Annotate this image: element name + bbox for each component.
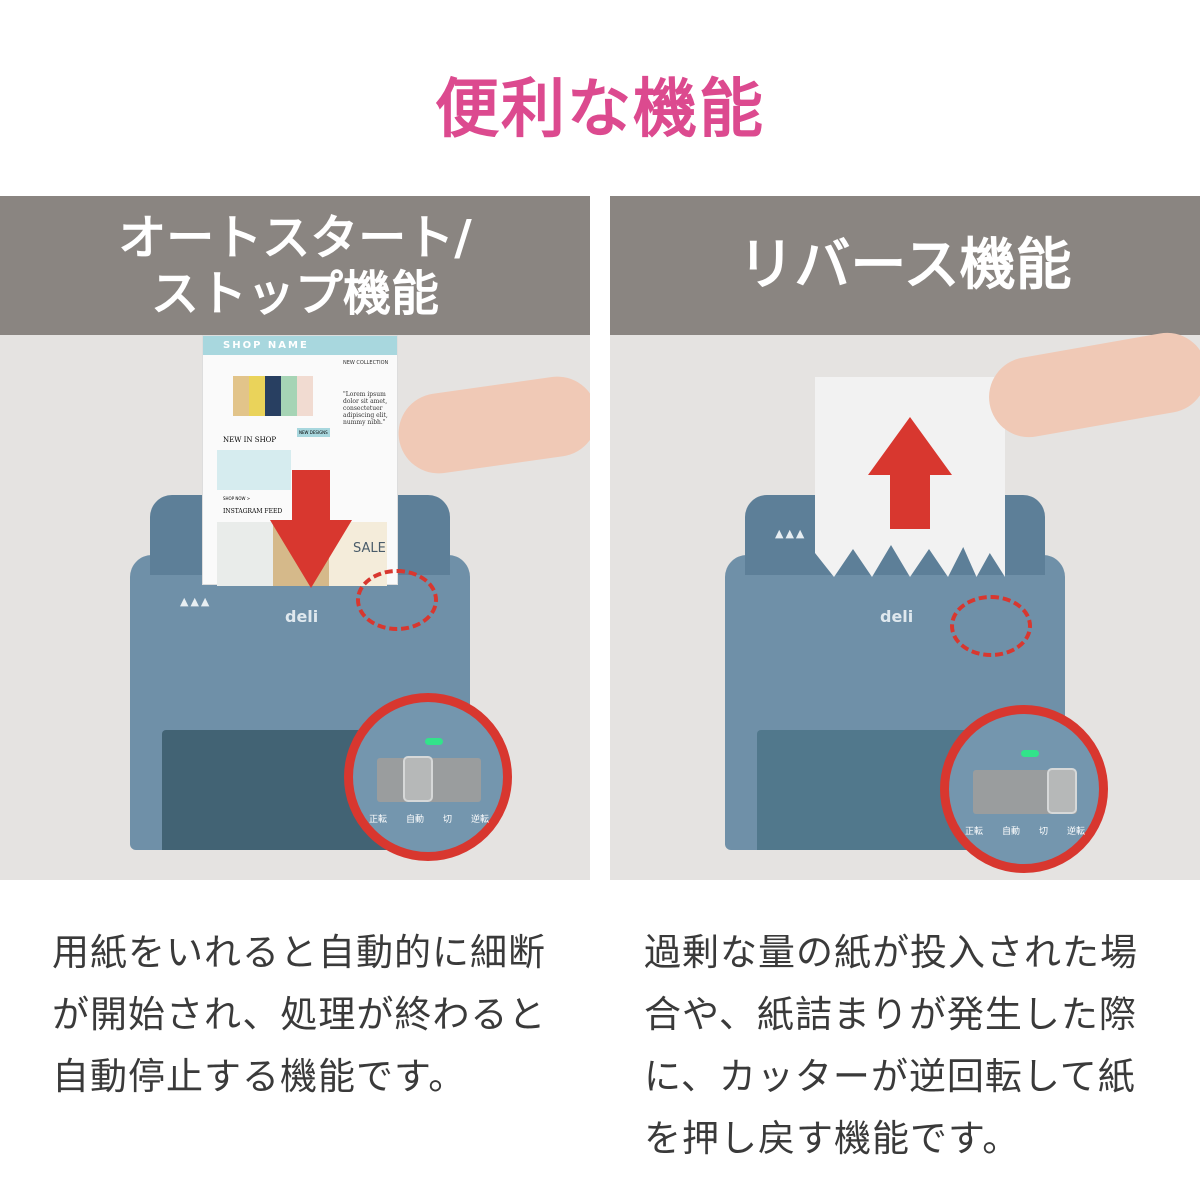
switch-label: 正転 <box>965 827 984 837</box>
reverse-panel: リバース機能 ▲▲▲ deli 正転 自動 切 逆転 <box>610 196 1200 880</box>
reverse-description: 過剰な量の紙が投入された場合や、紙詰まりが発生した際に、カッターが逆回転して紙を… <box>644 931 1138 1160</box>
feed-arrows-icon: ▲▲▲ <box>180 595 212 608</box>
flyer-text: NEW DESIGNS <box>297 428 330 437</box>
hand <box>982 326 1200 444</box>
switch-closeup: 正転 自動 切 逆転 <box>344 693 512 861</box>
switch-label: 逆転 <box>470 815 489 825</box>
auto-start-stop-panel: オートスタート/ストップ機能 ▲▲▲ deli SHOP NAME NEW CO… <box>0 196 590 880</box>
feed-arrows-icon: ▲▲▲ <box>775 527 807 540</box>
flyer-text: SHOP NOW > <box>223 496 251 501</box>
hand <box>393 371 590 479</box>
product-photo: ▲▲▲ deli SHOP NAME NEW COLLECTION "Lorem… <box>0 335 590 880</box>
flyer-shop-name: SHOP NAME <box>203 336 397 355</box>
flyer-text: INSTAGRAM FEED <box>223 508 283 515</box>
switch-highlight-circle <box>950 595 1032 657</box>
power-led <box>425 738 443 745</box>
page-title: 便利な機能 <box>435 73 765 147</box>
switch-label: 正転 <box>369 815 388 825</box>
brand-logo: deli <box>285 607 319 626</box>
flyer-paper: SHOP NAME NEW COLLECTION "Lorem ipsum do… <box>202 335 398 586</box>
flyer-text-block <box>217 450 291 490</box>
down-arrow-icon <box>270 470 352 588</box>
flyer-text: NEW IN SHOP <box>223 436 277 444</box>
up-arrow-icon <box>868 417 952 529</box>
switch-knob <box>1047 768 1077 814</box>
switch-label: 切 <box>1038 827 1048 837</box>
power-led <box>1021 750 1039 757</box>
header-line: ストップ機能 <box>150 265 439 322</box>
switch-closeup: 正転 自動 切 逆転 <box>940 705 1108 873</box>
header-line: オートスタート/ <box>118 209 472 266</box>
switch-label: 逆転 <box>1066 827 1085 837</box>
brand-logo: deli <box>880 607 914 626</box>
switch-label: 自動 <box>405 815 424 825</box>
flyer-sale: SALE <box>353 541 386 556</box>
switch-label: 切 <box>442 815 452 825</box>
switch-highlight-circle <box>356 569 438 631</box>
panel-header: オートスタート/ストップ機能 <box>0 196 590 335</box>
product-photo: ▲▲▲ deli 正転 自動 切 逆転 <box>610 326 1200 880</box>
mode-switch <box>973 768 1077 814</box>
color-swatches <box>233 376 313 416</box>
flyer-text: NEW COLLECTION <box>343 360 389 366</box>
switch-label: 自動 <box>1001 827 1020 837</box>
auto-start-stop-description: 用紙をいれると自動的に細断が開始され、処理が終わると自動停止する機能です。 <box>52 931 547 1098</box>
mode-switch <box>377 756 481 802</box>
flyer-quote: "Lorem ipsum dolor sit amet, consectetue… <box>343 391 388 426</box>
switch-knob <box>403 756 433 802</box>
panel-header: リバース機能 <box>610 196 1200 335</box>
